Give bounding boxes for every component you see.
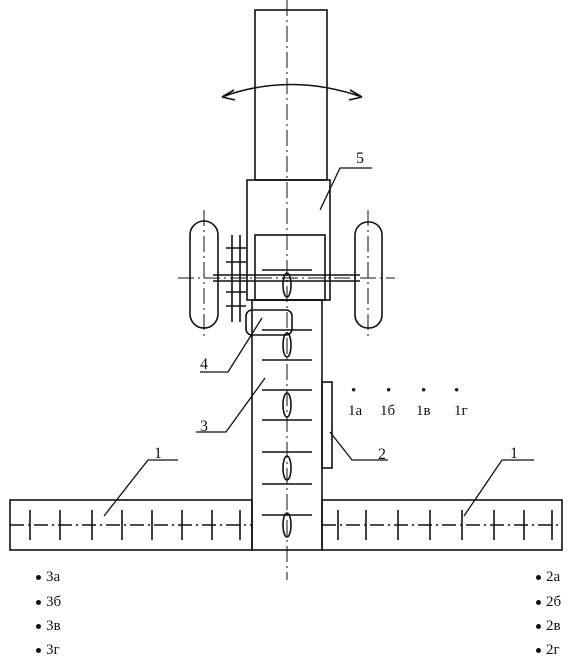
rotation-arrow: [221, 83, 363, 98]
point-label-3v: 3в: [36, 619, 61, 634]
point-label-2g: 2г: [536, 643, 560, 658]
point-label-1b: 1б: [380, 403, 396, 419]
point-dot: •: [386, 383, 392, 399]
callout-2: 2: [378, 446, 386, 463]
callout-5: 5: [356, 150, 364, 167]
callout-1-right: 1: [510, 445, 518, 462]
frame-5: [246, 179, 331, 301]
point-label-3a: 3а: [36, 570, 60, 585]
point-dot: •: [421, 383, 427, 399]
point-label-1v: 1в: [416, 403, 431, 419]
point-label-2a: 2а: [536, 570, 560, 585]
point-dot: •: [351, 383, 357, 399]
part-2: [321, 381, 333, 469]
point-label-3g: 3г: [36, 643, 60, 658]
component-4: [245, 309, 293, 336]
point-label-2v: 2в: [536, 619, 561, 634]
point-label-3b: 3б: [36, 595, 61, 610]
point-dot: •: [454, 383, 460, 399]
left-beam-ticks: [29, 510, 241, 540]
callout-4: 4: [200, 356, 208, 373]
point-label-1a: 1а: [348, 403, 363, 419]
callout-3: 3: [200, 418, 208, 435]
tractor-body: [254, 9, 328, 181]
right-beam-ticks: [337, 510, 553, 540]
point-label-2b: 2б: [536, 595, 561, 610]
callout-1-left: 1: [154, 445, 162, 462]
point-label-1g: 1г: [454, 403, 468, 419]
